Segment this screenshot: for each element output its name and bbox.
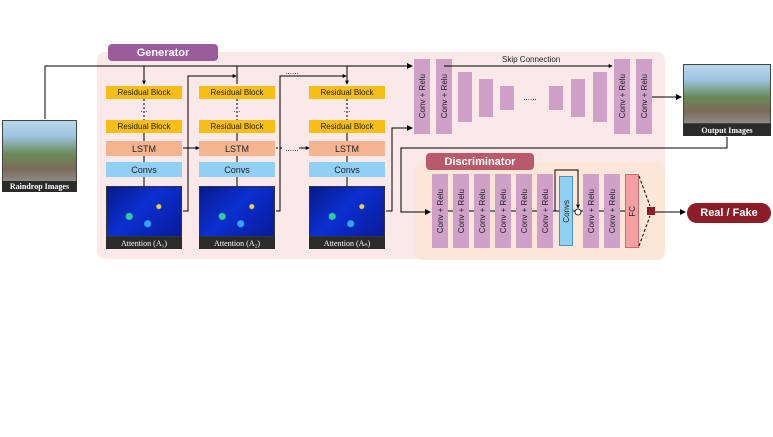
stage2-residual-block-1: Residual Block [199,86,275,99]
stageN-lstm: LSTM [309,141,385,156]
stage2-attention-label: Attention (A₂) [199,237,275,249]
decoder-conv-relu-1-label: Conv + Relu [617,74,627,119]
disc-conv-relu-7: Conv + Relu [583,174,599,248]
stage1-attention-label: Attention (A₁) [106,237,182,249]
stage2-lstm: LSTM [199,141,275,156]
stageN-residual-block-1: Residual Block [309,86,385,99]
stage1-residual-block-2: Residual Block [106,120,182,133]
decoder-conv-relu-2: Conv + Relu [636,59,652,134]
decoder-bar-1 [549,86,563,110]
disc-conv-relu-7-label: Conv + Relu [586,188,596,234]
disc-conv-relu-2: Conv + Relu [453,174,469,248]
output-image [683,64,771,124]
decoder-conv-relu-2-label: Conv + Relu [639,74,649,119]
discriminator-title: Discriminator [426,153,534,170]
decoder-bar-2 [571,79,585,117]
stage-gap-dots-mid: ...... [285,143,299,153]
disc-conv-relu-8: Conv + Relu [604,174,620,248]
stage2-residual-block-2: Residual Block [199,120,275,133]
stageN-convs: Convs [309,162,385,177]
skip-connection-label: Skip Connection [502,55,561,64]
raindrop-input-label: Raindrop Images [2,181,77,192]
stage1-convs: Convs [106,162,182,177]
encoder-conv-relu-1-label: Conv + Relu [417,74,427,119]
generator-title: Generator [108,44,218,61]
encoder-bar-3 [500,86,514,110]
stageN-attention-map [309,186,385,237]
encoder-conv-relu-1: Conv + Relu [414,59,430,134]
stage1-lstm: LSTM [106,141,182,156]
encoder-conv-relu-2: Conv + Relu [436,59,452,134]
disc-conv-relu-4-label: Conv + Relu [498,188,508,234]
disc-conv-relu-5-label: Conv + Relu [519,188,529,234]
disc-conv-relu-1-label: Conv + Relu [435,188,445,234]
stage-gap-dots-top: ...... [285,66,299,76]
disc-fc: FC [625,174,639,248]
disc-conv-relu-8-label: Conv + Relu [607,188,617,234]
encoder-decoder-dots: ...... [523,92,537,102]
disc-conv-relu-4: Conv + Relu [495,174,511,248]
raindrop-input-image [2,120,77,182]
decoder-bar-3 [593,72,607,122]
disc-conv-relu-3: Conv + Relu [474,174,490,248]
output-image-label: Output Images [683,124,771,136]
stage2-attention-map [199,186,275,237]
disc-conv-relu-1: Conv + Relu [432,174,448,248]
decoder-conv-relu-1: Conv + Relu [614,59,630,134]
stageN-dots: ... [343,104,351,114]
disc-conv-relu-2-label: Conv + Relu [456,188,466,234]
stage1-attention-map [106,186,182,237]
disc-fc-label: FC [627,205,637,217]
encoder-bar-2 [479,79,493,117]
disc-conv-relu-6-label: Conv + Relu [540,188,550,234]
stage1-dots: ... [140,104,148,114]
stage2-dots: ... [233,104,241,114]
disc-conv-relu-5: Conv + Relu [516,174,532,248]
stageN-attention-label: Attention (Aₙ) [309,237,385,249]
disc-convs-label: Convs [561,199,571,223]
disc-conv-relu-3-label: Conv + Relu [477,188,487,234]
encoder-conv-relu-2-label: Conv + Relu [439,74,449,119]
stage2-convs: Convs [199,162,275,177]
disc-conv-relu-6: Conv + Relu [537,174,553,248]
stage1-residual-block-1: Residual Block [106,86,182,99]
disc-convs: Convs [559,176,573,246]
stageN-residual-block-2: Residual Block [309,120,385,133]
encoder-bar-1 [458,72,472,122]
real-fake-output: Real / Fake [687,203,771,223]
